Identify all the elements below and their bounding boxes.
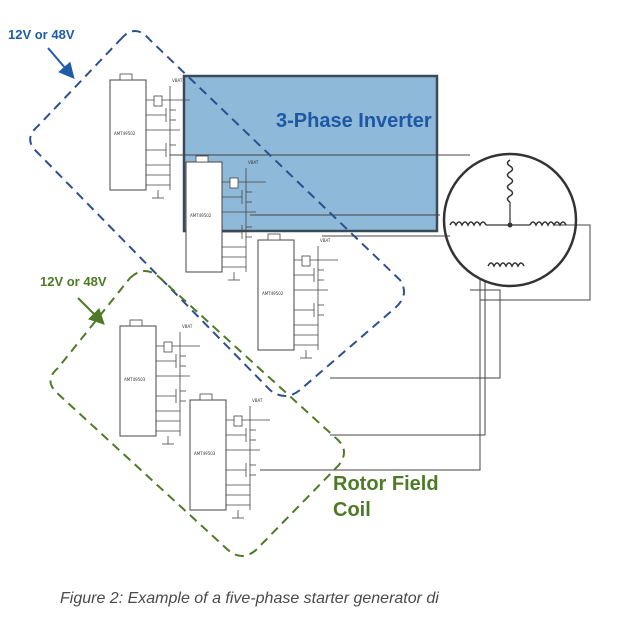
voltage-bottom-arrow (77, 297, 105, 325)
rotor-title-line2: Coil (333, 499, 371, 521)
vbat-label: VBAT (248, 160, 259, 165)
chip-part-label: AMT49502 (262, 291, 284, 296)
motor-windings (442, 152, 578, 288)
inverter-title: 3-Phase Inverter (276, 110, 432, 132)
chip-circuit-2: AMT49502 VBAT (185, 155, 267, 281)
chip-circuit-1: AMT49502 VBAT (109, 73, 191, 199)
vbat-label: VBAT (320, 238, 331, 243)
inverter-dashed-outline (29, 30, 405, 397)
rotor-title-line1: Rotor Field (333, 473, 439, 495)
vbat-label: VBAT (252, 398, 263, 403)
figure-caption: Figure 2: Example of a five-phase starte… (60, 590, 439, 607)
voltage-top-arrow (47, 47, 75, 80)
voltage-bottom-label: 12V or 48V (40, 274, 107, 289)
rotor-dashed-outline (49, 270, 345, 557)
voltage-top-label: 12V or 48V (8, 27, 75, 42)
phase-wires (170, 154, 591, 471)
chip-circuit-5: AMT49503 VBAT (189, 393, 271, 519)
chip-circuit-3: AMT49502 VBAT (257, 233, 339, 359)
vbat-label: VBAT (182, 324, 193, 329)
vbat-label: VBAT (172, 78, 183, 83)
chip-part-label: AMT49503 (194, 451, 216, 456)
chip-part-label: AMT49503 (124, 377, 146, 382)
chip-part-label: AMT49502 (114, 131, 136, 136)
inverter-box (182, 74, 439, 233)
chip-circuit-4: AMT49503 VBAT (119, 319, 201, 445)
chip-part-label: AMT49502 (190, 213, 212, 218)
